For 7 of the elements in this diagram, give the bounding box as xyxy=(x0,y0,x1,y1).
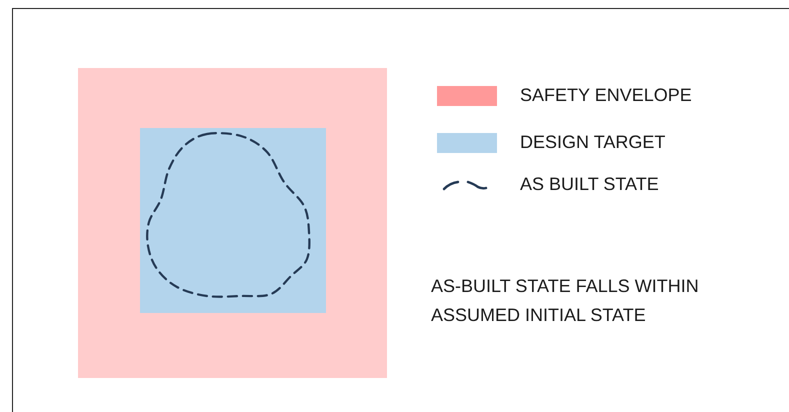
note-text: AS-BUILT STATE FALLS WITHIN ASSUMED INITIAL STATE xyxy=(431,275,700,327)
safety-envelope-area xyxy=(78,68,387,378)
legend-label: SAFETY ENVELOPE xyxy=(520,85,692,106)
design-target-area xyxy=(140,128,326,313)
legend-label: DESIGN TARGET xyxy=(520,132,666,153)
as-built-outline xyxy=(146,132,312,299)
legend-label: AS BUILT STATE xyxy=(520,174,659,195)
